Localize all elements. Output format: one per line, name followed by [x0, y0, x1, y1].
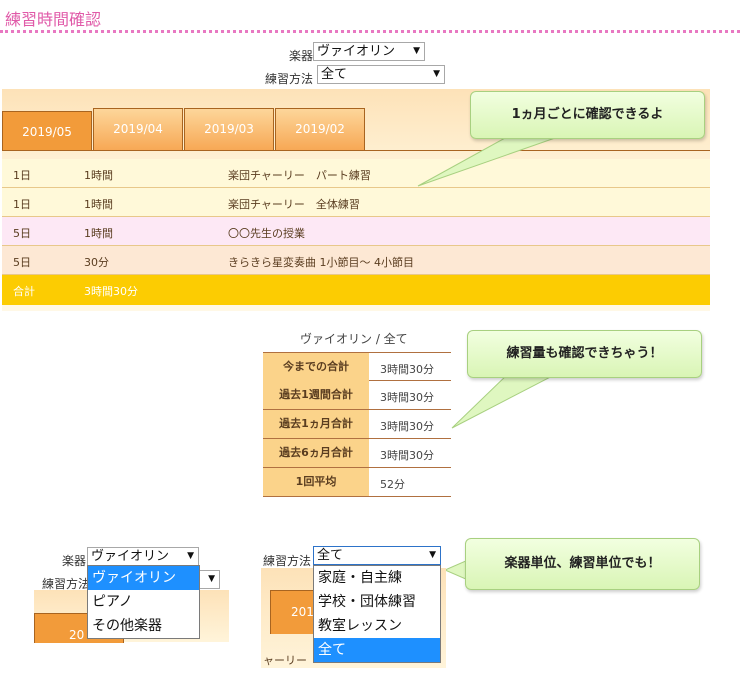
page-title: 練習時間確認 [5, 10, 102, 29]
dropdown-arrow-icon: ▼ [208, 574, 215, 584]
instrument-options-list: ヴァイオリン ピアノ その他楽器 [87, 565, 200, 639]
tab-2019-02[interactable]: 2019/02 [275, 108, 365, 150]
instrument-option[interactable]: ピアノ [92, 594, 133, 610]
callout-monthly: 1ヵ月ごとに確認できるよ [470, 91, 705, 139]
instrument-select[interactable]: ヴァイオリン▼ [313, 42, 425, 61]
title-divider [0, 30, 740, 33]
summary-row: 今までの合計 3時間30分 [263, 352, 451, 381]
dropdown-arrow-icon: ▼ [187, 551, 194, 561]
callout-amount: 練習量も確認できちゃう！ [467, 330, 702, 378]
demo-instrument-label: 楽器 [62, 554, 87, 568]
method-option[interactable]: 教室レッスン [318, 618, 402, 634]
method-options-list: 家庭・自主練 学校・団体練習 教室レッスン 全て [313, 565, 441, 663]
instrument-label: 楽器 [289, 49, 314, 63]
summary-row: 過去6ヵ月合計 3時間30分 [263, 439, 451, 468]
summary-row: 1回平均 52分 [263, 468, 451, 497]
demo-method-label-2: 練習方法 [263, 554, 312, 568]
total-row: 合計 3時間30分 [2, 275, 710, 305]
summary-row: 過去1ヵ月合計 3時間30分 [263, 410, 451, 439]
demo-method-select-open[interactable]: 全て▼ [313, 546, 441, 565]
method-select[interactable]: 全て▼ [317, 65, 445, 84]
tab-2019-05[interactable]: 2019/05 [2, 111, 92, 151]
demo-method-label: 練習方法 [42, 577, 91, 591]
method-label: 練習方法 [265, 72, 314, 86]
method-option[interactable]: 学校・団体練習 [318, 594, 416, 610]
dropdown-arrow-icon: ▼ [433, 69, 440, 79]
table-row: 5日 1時間 〇〇先生の授業 [2, 217, 710, 246]
table-row: 5日 30分 きらきら星変奏曲 1小節目～ 4小節目 [2, 246, 710, 275]
demo-row-fragment: ャーリー [263, 654, 307, 667]
summary-heading: ヴァイオリン / 全て [300, 332, 408, 346]
demo-month-tab[interactable]: 201 [270, 590, 318, 634]
dropdown-arrow-icon: ▼ [413, 46, 420, 56]
method-option[interactable]: 全て [314, 638, 440, 662]
instrument-option[interactable]: ヴァイオリン [88, 566, 199, 590]
tab-2019-03[interactable]: 2019/03 [184, 108, 274, 150]
table-row: 1日 1時間 楽団チャーリー パート練習 [2, 159, 710, 188]
callout-unit: 楽器単位、練習単位でも！ [465, 538, 700, 590]
tab-baseline [2, 150, 710, 151]
demo-instrument-select[interactable]: ヴァイオリン▼ [87, 547, 199, 566]
summary-row: 過去1週間合計 3時間30分 [263, 381, 451, 410]
tab-2019-04[interactable]: 2019/04 [93, 108, 183, 150]
table-row: 1日 1時間 楽団チャーリー 全体練習 [2, 188, 710, 217]
instrument-option[interactable]: その他楽器 [92, 618, 162, 634]
dropdown-arrow-icon: ▼ [429, 550, 436, 560]
method-option[interactable]: 家庭・自主練 [318, 570, 402, 586]
demo-method-select[interactable]: ▼ [196, 570, 220, 589]
